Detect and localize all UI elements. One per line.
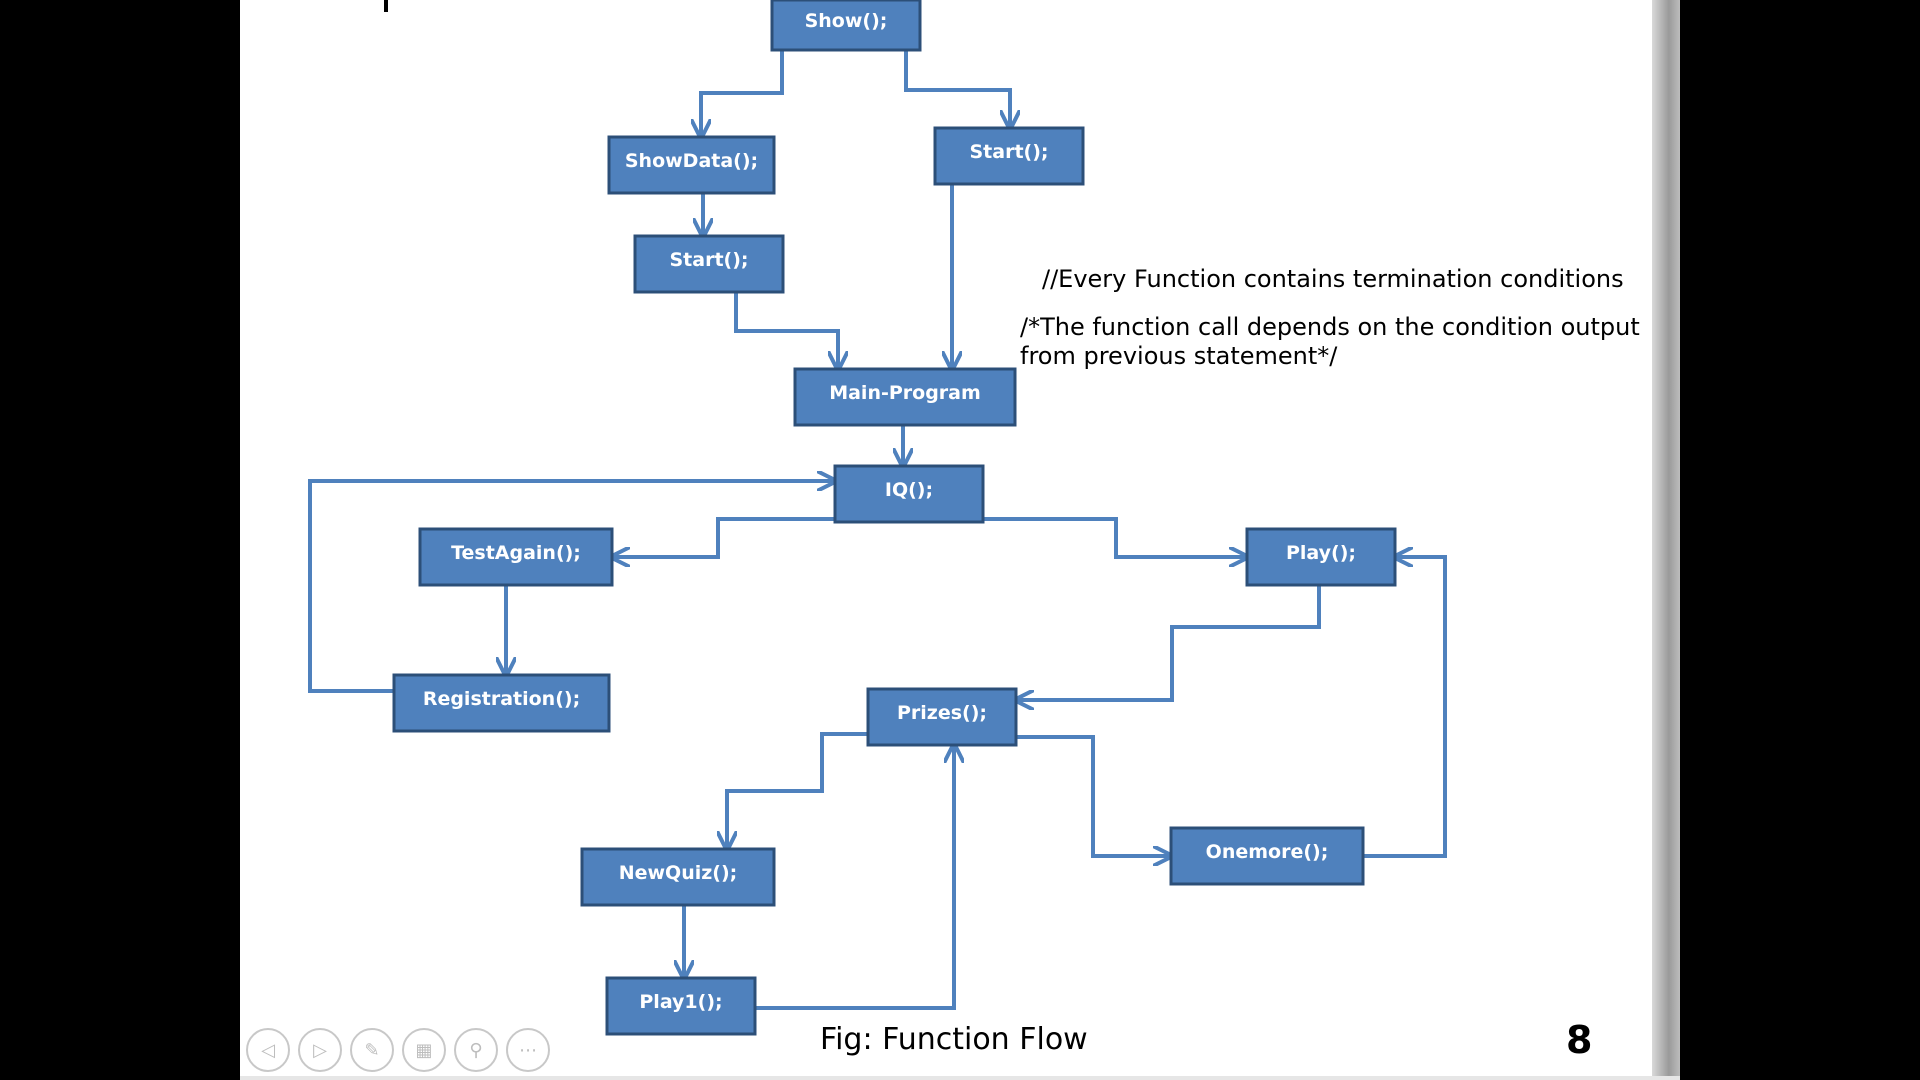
node-box <box>580 847 776 907</box>
edge-prizes-to-newquiz <box>727 732 868 849</box>
node-box <box>866 687 1018 747</box>
node-label: ShowData(); <box>625 150 758 172</box>
node-box <box>633 234 785 294</box>
slides-icon[interactable]: ▦ <box>402 1028 446 1072</box>
node-label: TestAgain(); <box>451 542 581 564</box>
node-label: Main-Program <box>829 382 981 404</box>
node-label: Prizes(); <box>897 702 987 724</box>
window-frame-bottom <box>240 1076 1680 1080</box>
node-label: Registration(); <box>423 688 580 710</box>
node-label: Play1(); <box>639 991 722 1013</box>
figure-caption: Fig: Function Flow <box>820 1022 1088 1057</box>
forward-arrow-icon[interactable]: ▷ <box>298 1028 342 1072</box>
edge-loop-registration-to-iq <box>308 481 835 693</box>
slide: Show(); ShowData(); Start(); Start(); Main-P… <box>240 0 1680 1076</box>
edges <box>308 50 1447 1010</box>
node-label: Start(); <box>969 141 1048 163</box>
node-label: Start(); <box>669 249 748 271</box>
node-start-left: Start(); <box>633 234 785 294</box>
edge-show-to-showdata <box>701 50 784 137</box>
edge-iq-to-play <box>983 517 1247 557</box>
node-prizes: Prizes(); <box>866 687 1018 747</box>
node-box <box>1169 826 1365 886</box>
edge-iq-to-testagain <box>612 517 835 557</box>
node-label: IQ(); <box>885 479 933 501</box>
termination-note: //Every Function contains termination co… <box>1042 265 1624 293</box>
node-label: NewQuiz(); <box>619 862 738 884</box>
node-box <box>607 135 776 195</box>
node-label: Show(); <box>805 10 888 32</box>
back-arrow-icon[interactable]: ◁ <box>246 1028 290 1072</box>
node-box <box>770 0 922 52</box>
node-box <box>605 976 757 1036</box>
node-newquiz: NewQuiz(); <box>580 847 776 907</box>
node-box <box>1245 527 1397 587</box>
node-play: Play(); <box>1245 527 1397 587</box>
node-label: Onemore(); <box>1206 841 1329 863</box>
node-label: Play(); <box>1286 542 1356 564</box>
node-show: Show(); <box>770 0 922 52</box>
node-box <box>793 367 1017 427</box>
node-showdata: ShowData(); <box>607 135 776 195</box>
slideshow-nav-bar: ◁ ▷ ✎ ▦ ⚲ ⋯ <box>246 1028 550 1072</box>
window-frame-right <box>1652 0 1680 1076</box>
node-iq: IQ(); <box>833 464 985 524</box>
condition-note-line2: from previous statement*/ <box>1020 342 1338 370</box>
node-box <box>933 126 1085 186</box>
edge-onemore-to-play <box>1363 557 1447 858</box>
node-start-right: Start(); <box>933 126 1085 186</box>
node-box <box>833 464 985 524</box>
edge-play1-to-prizes <box>755 745 954 1010</box>
node-play1: Play1(); <box>605 976 757 1036</box>
edge-show-to-start-right <box>904 50 1010 128</box>
node-main-program: Main-Program <box>793 367 1017 427</box>
text-cursor-mark <box>384 0 388 12</box>
pen-icon[interactable]: ✎ <box>350 1028 394 1072</box>
node-box <box>392 673 611 733</box>
node-onemore: Onemore(); <box>1169 826 1365 886</box>
node-box <box>418 527 614 587</box>
edge-play-to-prizes <box>1016 585 1321 700</box>
zoom-icon[interactable]: ⚲ <box>454 1028 498 1072</box>
node-testagain: TestAgain(); <box>418 527 614 587</box>
node-registration: Registration(); <box>392 673 611 733</box>
edge-prizes-to-onemore <box>1016 735 1171 856</box>
function-flow-diagram: Show(); ShowData(); Start(); Start(); Main-P… <box>308 0 1447 1036</box>
slide-number: 8 <box>1566 1018 1593 1062</box>
nodes: Show(); ShowData(); Start(); Start(); Main-P… <box>392 0 1397 1036</box>
edge-start-left-to-main-program <box>734 292 838 369</box>
more-icon[interactable]: ⋯ <box>506 1028 550 1072</box>
condition-note-line1: /*The function call depends on the condi… <box>1020 313 1640 341</box>
